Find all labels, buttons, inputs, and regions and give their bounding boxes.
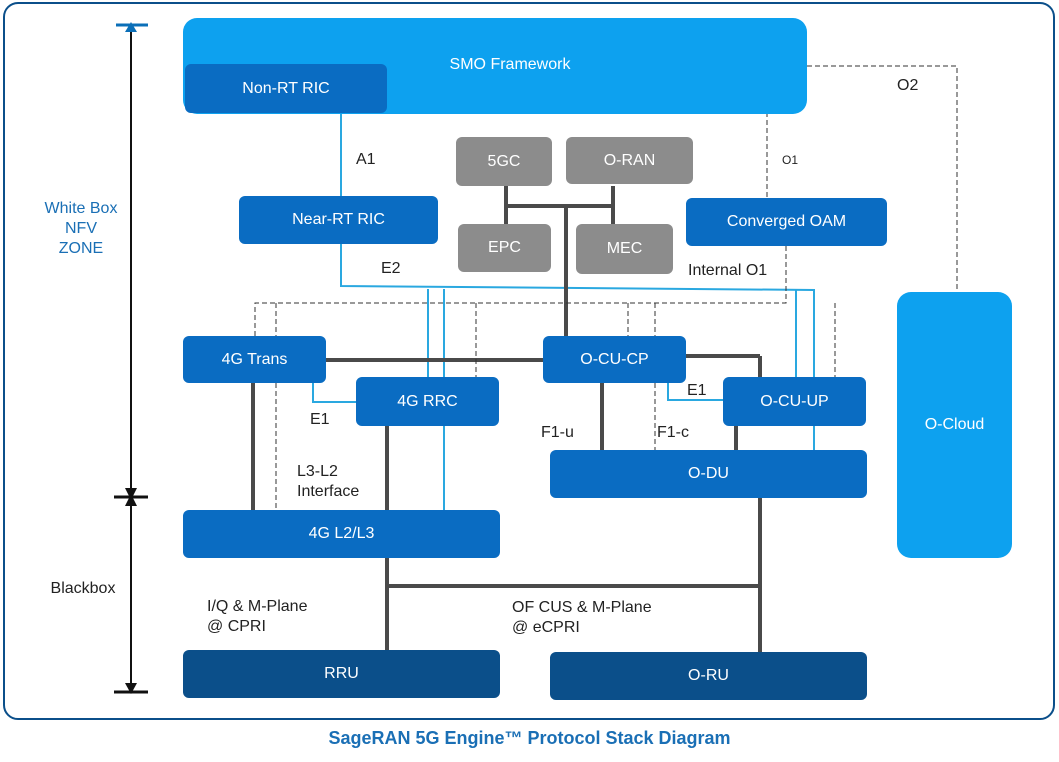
o-cloud-block: O-Cloud bbox=[897, 292, 1012, 558]
l3l2-label-line2: Interface bbox=[297, 483, 360, 500]
near-rt-ric-block: Near-RT RIC bbox=[239, 196, 438, 244]
outer-frame bbox=[3, 2, 1055, 720]
o-cu-cp-block: O-CU-CP bbox=[543, 336, 686, 383]
oran-block: O-RAN bbox=[566, 137, 693, 184]
ofcus-label-line2: @ eCPRI bbox=[512, 619, 580, 636]
diagram-caption: SageRAN 5G Engine™ Protocol Stack Diagra… bbox=[328, 728, 731, 748]
o1-label: O1 bbox=[782, 153, 799, 167]
o-du-block: O-DU bbox=[550, 450, 867, 498]
e1-left-label: E1 bbox=[310, 411, 330, 428]
whitebox-line2: NFV bbox=[65, 220, 97, 237]
e2-label: E2 bbox=[381, 260, 401, 277]
blackbox-zone-label: Blackbox bbox=[50, 580, 116, 597]
o-cu-up-block: O-CU-UP bbox=[723, 377, 866, 426]
iq-label-line1: I/Q & M-Plane bbox=[207, 598, 308, 615]
trans-4g-block: 4G Trans bbox=[183, 336, 326, 383]
whitebox-line3: ZONE bbox=[58, 240, 104, 257]
epc-block: EPC bbox=[458, 224, 551, 272]
o-ru-block: O-RU bbox=[550, 652, 867, 700]
ofcus-label-line1: OF CUS & M-Plane bbox=[512, 599, 652, 616]
a1-label: A1 bbox=[356, 151, 376, 168]
rrc-4g-block: 4G RRC bbox=[356, 377, 499, 426]
f1c-label: F1-c bbox=[657, 424, 689, 441]
internal-o1-label: Internal O1 bbox=[688, 262, 768, 279]
grey-bus bbox=[251, 186, 762, 652]
whitebox-zone-label: White Box NFV ZONE bbox=[20, 199, 142, 259]
whitebox-line1: White Box bbox=[44, 200, 118, 217]
rru-block: RRU bbox=[183, 650, 500, 698]
converged-oam-block: Converged OAM bbox=[686, 198, 887, 246]
l2l3-4g-block: 4G L2/L3 bbox=[183, 510, 500, 558]
l3l2-label-line1: L3-L2 bbox=[297, 463, 338, 480]
o2-label: O2 bbox=[897, 77, 919, 94]
non-rt-ric-block: Non-RT RIC bbox=[185, 64, 387, 113]
f1u-label: F1-u bbox=[541, 424, 574, 441]
mec-block: MEC bbox=[576, 224, 673, 274]
e1-right-label: E1 bbox=[687, 382, 707, 399]
core-5gc-block: 5GC bbox=[456, 137, 552, 186]
iq-label-line2: @ CPRI bbox=[207, 618, 266, 635]
ruler-arrows bbox=[125, 22, 137, 694]
